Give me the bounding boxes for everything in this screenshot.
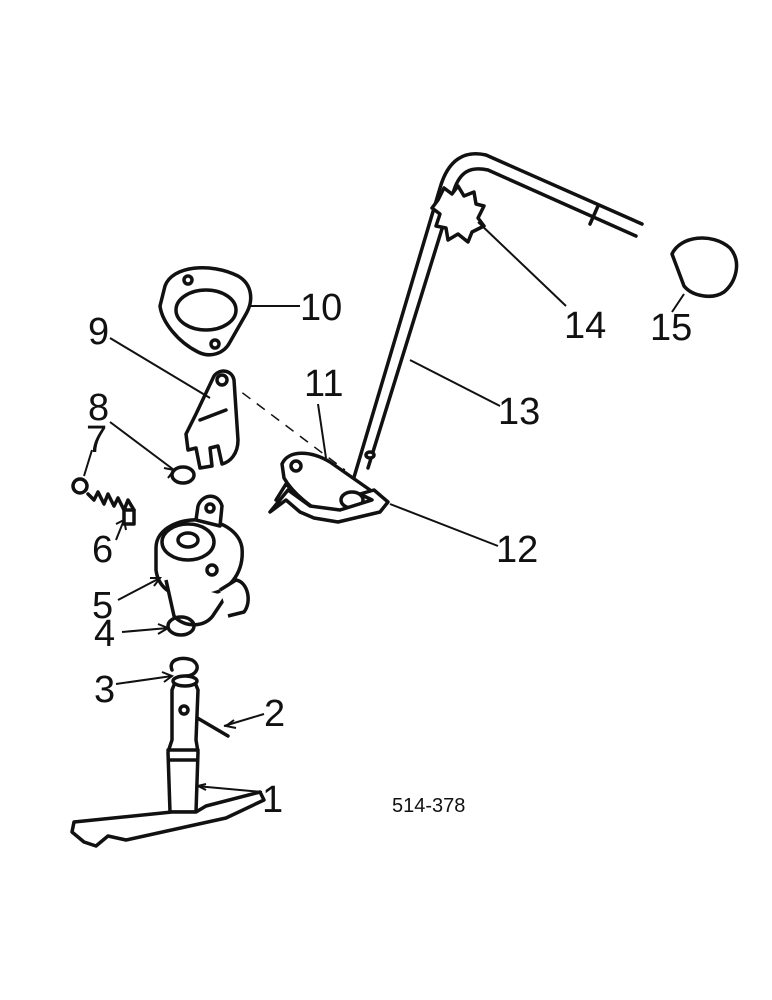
part-1-shift-shaft	[70, 674, 266, 848]
part-8-snap-ring	[170, 465, 196, 485]
arrowhead-6	[115, 518, 127, 531]
arrowhead-1	[195, 783, 207, 791]
arrowhead-2	[223, 719, 237, 729]
part-12-lever-bracket	[268, 482, 390, 524]
leader-15	[671, 293, 685, 313]
callout-12: 12	[496, 529, 538, 571]
arrowhead-5	[150, 577, 162, 587]
drawing-number: 514-378	[392, 795, 465, 817]
callout-3: 3	[94, 669, 115, 711]
leader-6	[115, 519, 125, 541]
part-9-shift-fork	[184, 369, 240, 470]
leader-3	[115, 675, 173, 685]
arrowhead-4	[157, 623, 171, 635]
callout-14: 14	[564, 305, 606, 347]
callout-10: 10	[300, 287, 342, 329]
leader-9	[109, 337, 211, 399]
leader-4	[121, 627, 169, 633]
part-6-spring	[86, 490, 136, 526]
callout-13: 13	[498, 391, 540, 433]
assembly-center-line	[227, 381, 346, 471]
callout-7: 7	[86, 419, 107, 461]
part-10-gasket	[158, 265, 253, 357]
leader-5	[117, 577, 161, 601]
callout-9: 9	[88, 311, 109, 353]
part-14-lever-collar	[430, 184, 486, 244]
leader-14	[477, 221, 567, 307]
leader-8	[109, 421, 175, 471]
leader-13	[409, 359, 501, 407]
leader-1	[195, 785, 263, 793]
part-7-detent-ball	[71, 477, 89, 495]
arrowhead-3	[161, 671, 175, 683]
part-15-shift-knob	[670, 236, 739, 298]
part-2-pin	[192, 714, 230, 738]
leader-lines	[83, 221, 685, 793]
callout-2: 2	[264, 693, 285, 735]
part-5-housing	[154, 494, 250, 627]
leader-11	[317, 403, 327, 459]
part-3-retaining-ring	[169, 656, 199, 678]
leader-7	[83, 449, 93, 477]
callout-4: 4	[94, 613, 115, 655]
leader-2	[223, 713, 265, 727]
callout-8: 8	[88, 387, 109, 429]
callout-6: 6	[92, 529, 113, 571]
callout-11: 11	[304, 363, 343, 405]
callout-1: 1	[262, 779, 283, 821]
callout-5: 5	[92, 585, 113, 627]
arrowhead-8	[163, 467, 176, 479]
callout-15: 15	[650, 307, 692, 349]
leader-12	[389, 503, 499, 547]
part-4-o-ring	[166, 615, 196, 637]
